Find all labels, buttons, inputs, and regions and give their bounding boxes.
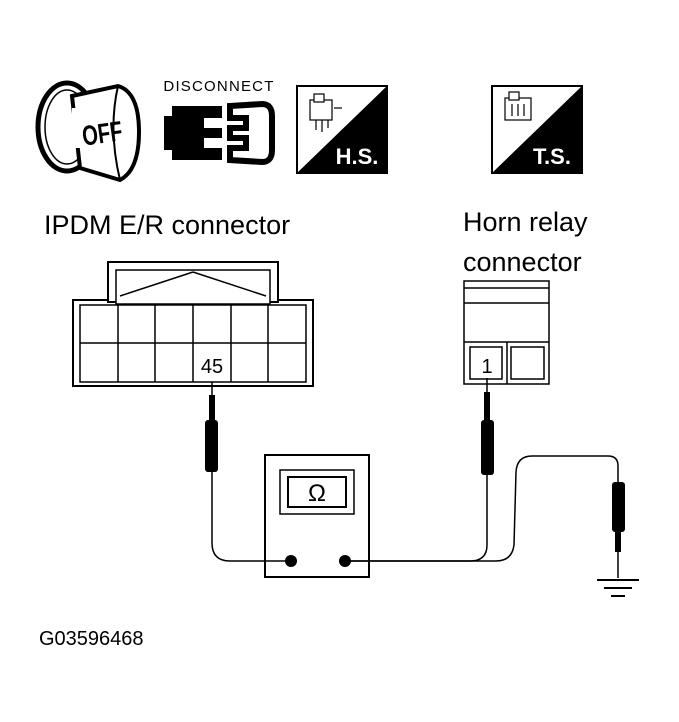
disconnect-icon: DISCONNECT	[163, 78, 275, 166]
key-off-label: OFF	[80, 116, 124, 152]
ohmmeter: Ω	[264, 454, 370, 578]
ipdm-connector: 45	[72, 261, 314, 387]
connector-sketch-icon	[309, 93, 342, 132]
probe-horn-relay	[481, 378, 494, 475]
test-leads	[211, 455, 619, 562]
key-off-icon: OFF	[35, 80, 142, 183]
ipdm-connector-title: IPDM E/R connector	[44, 210, 290, 240]
probe-ground	[612, 482, 625, 578]
probe-ipdm	[205, 382, 218, 472]
terminal-side-icon: T.S.	[491, 85, 583, 174]
horn-relay-title-line1: Horn relay	[463, 207, 588, 237]
ts-label: T.S.	[533, 144, 571, 169]
ipdm-cavity-grid	[80, 305, 306, 382]
ipdm-pin-45-label: 45	[201, 356, 223, 378]
terminal-sketch-icon	[504, 91, 532, 121]
horn-relay-title-line2: connector	[463, 247, 582, 277]
disconnect-label: DISCONNECT	[163, 78, 274, 95]
hs-label: H.S.	[336, 144, 379, 169]
horn-relay-connector: 1	[463, 280, 550, 385]
horn-relay-pin-1-label: 1	[481, 356, 492, 378]
harness-side-icon: H.S.	[296, 85, 388, 174]
ground-icon	[597, 579, 639, 597]
figure-id: G03596468	[39, 628, 144, 650]
ohm-symbol: Ω	[308, 480, 326, 507]
